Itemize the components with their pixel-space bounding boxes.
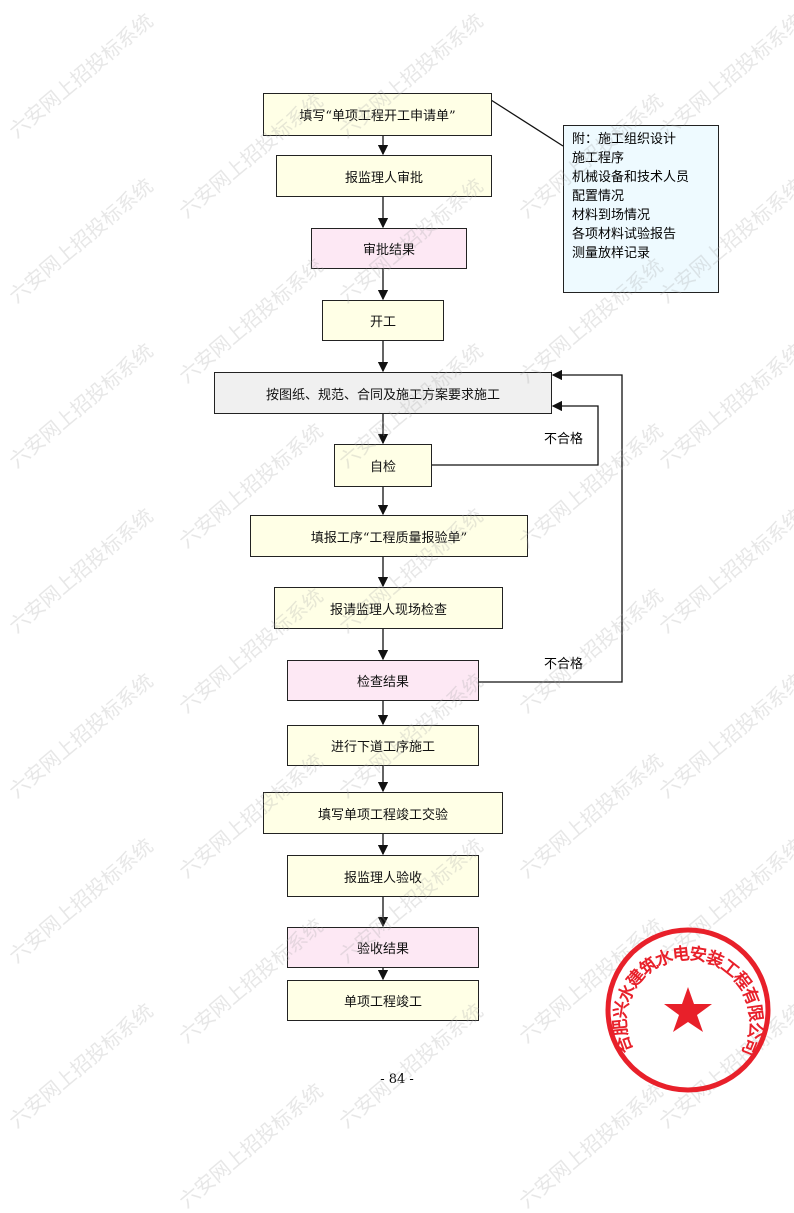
note-line: 材料到场情况: [572, 208, 651, 223]
note-line: 配置情况: [572, 189, 625, 204]
company-seal: 合肥兴水建筑水电安装工程有限公司: [605, 927, 771, 1093]
fail-label-inspection: 不合格: [544, 657, 584, 672]
note-line: 机械设备和技术人员: [572, 170, 690, 185]
attachment-note: 附：施工组织设计 施工程序 机械设备和技术人员 配置情况 材料到场情况 各项材料…: [563, 125, 719, 293]
fail-loop-2: [478, 369, 623, 683]
step-apply-start: 填写“单项工程开工申请单”: [263, 93, 492, 136]
step-inspection-result: 检查结果: [287, 660, 479, 701]
step-site-inspection: 报请监理人现场检查: [274, 587, 503, 629]
step-approval-result: 审批结果: [311, 228, 467, 269]
step-submit-approval: 报监理人审批: [276, 155, 492, 197]
note-line: 施工程序: [572, 151, 625, 166]
page-number: - 84 -: [380, 1072, 414, 1087]
step-acceptance-request: 报监理人验收: [287, 855, 479, 897]
connector-lines: [377, 99, 623, 981]
step-start: 开工: [322, 300, 444, 341]
step-next-process: 进行下道工序施工: [287, 725, 479, 766]
fail-label-self-check: 不合格: [544, 432, 584, 447]
note-line: 附：施工组织设计: [572, 132, 677, 147]
step-completion: 单项工程竣工: [287, 980, 479, 1021]
step-construct: 按图纸、规范、合同及施工方案要求施工: [214, 372, 552, 414]
note-connector: [490, 99, 564, 147]
step-acceptance-result: 验收结果: [287, 927, 479, 968]
note-line: 测量放样记录: [572, 246, 651, 261]
step-quality-form: 填报工序“工程质量报验单”: [250, 515, 528, 557]
step-completion-form: 填写单项工程竣工交验: [263, 792, 503, 834]
note-line: 各项材料试验报告: [572, 227, 677, 242]
star-icon: [664, 987, 712, 1032]
fail-loop-1: [431, 400, 599, 466]
step-self-check: 自检: [334, 444, 432, 487]
